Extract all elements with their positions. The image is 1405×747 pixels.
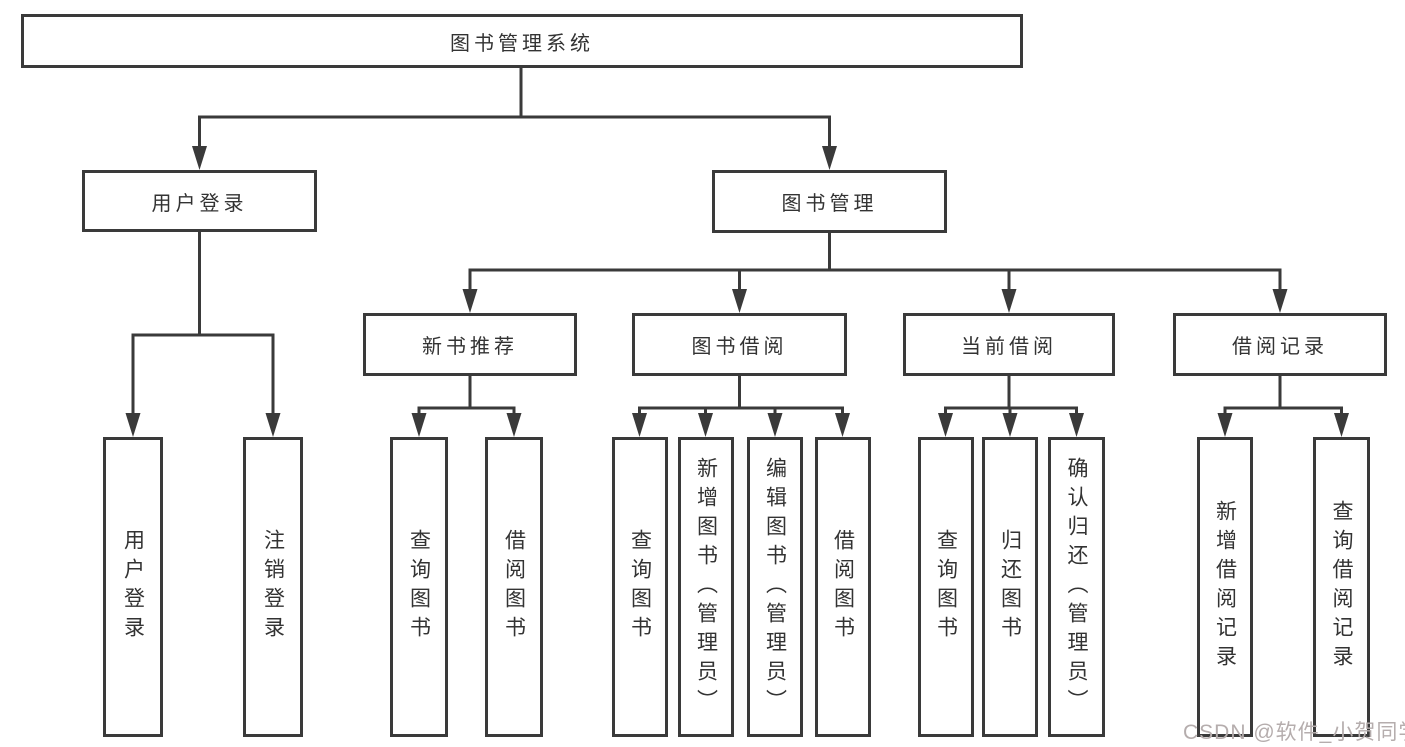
- leaf-borrow-books: 借阅图书: [815, 437, 871, 737]
- node-new-book-recommend: 新书推荐: [363, 313, 577, 376]
- leaf-edit-books-admin: 编辑图书（管理员）: [747, 437, 803, 737]
- node-root-library-system: 图书管理系统: [21, 14, 1023, 68]
- leaf-return-books: 归还图书: [982, 437, 1038, 737]
- leaf-query-borrow-record: 查询借阅记录: [1313, 437, 1370, 737]
- leaf-query-books-current: 查询图书: [918, 437, 974, 737]
- leaf-borrow-books-recommend: 借阅图书: [485, 437, 543, 737]
- leaf-user-login: 用户登录: [103, 437, 163, 737]
- leaf-confirm-return-admin: 确认归还（管理员）: [1048, 437, 1105, 737]
- node-current-borrow: 当前借阅: [903, 313, 1115, 376]
- node-book-borrow: 图书借阅: [632, 313, 847, 376]
- leaf-query-books-borrow: 查询图书: [612, 437, 668, 737]
- csdn-watermark: CSDN @软件_小贺同学: [1183, 721, 1405, 744]
- node-book-management: 图书管理: [712, 170, 947, 233]
- leaf-add-books-admin: 新增图书（管理员）: [678, 437, 734, 737]
- leaf-add-borrow-record: 新增借阅记录: [1197, 437, 1253, 737]
- leaf-query-books-recommend: 查询图书: [390, 437, 448, 737]
- node-user-login: 用户登录: [82, 170, 317, 232]
- leaf-logout: 注销登录: [243, 437, 303, 737]
- node-borrow-records: 借阅记录: [1173, 313, 1387, 376]
